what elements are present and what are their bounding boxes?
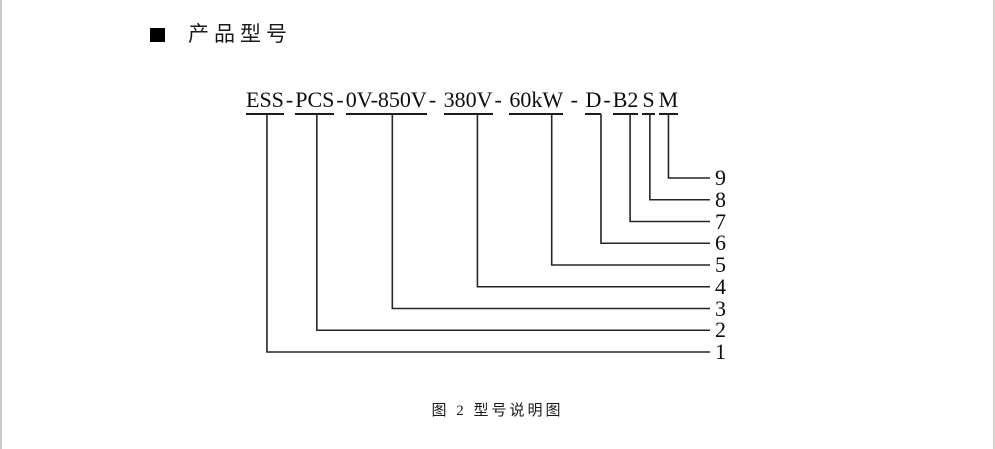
position-number-3: 3 bbox=[715, 295, 726, 321]
model-segment-4: 380V bbox=[443, 87, 493, 115]
model-segment-8: S bbox=[642, 87, 655, 115]
model-segment-7: B2 bbox=[612, 87, 639, 115]
connector-line-8 bbox=[649, 114, 710, 201]
model-segment-3: 0V-850V bbox=[345, 87, 427, 115]
model-separator: - bbox=[428, 87, 442, 112]
connector-line-9 bbox=[667, 114, 710, 179]
model-separator: - bbox=[565, 87, 584, 112]
position-number-4: 4 bbox=[715, 273, 726, 299]
connector-line-3 bbox=[391, 114, 710, 310]
model-separator: - bbox=[336, 87, 344, 112]
connector-line-2 bbox=[316, 114, 710, 332]
position-number-7: 7 bbox=[715, 208, 726, 234]
bullet-square-icon bbox=[150, 28, 165, 42]
position-number-2: 2 bbox=[715, 317, 726, 343]
figure-caption: 图 2 型号说明图 bbox=[431, 403, 564, 419]
connector-line-7 bbox=[629, 114, 710, 223]
position-number-8: 8 bbox=[715, 186, 726, 212]
model-separator: - bbox=[494, 87, 508, 112]
model-segment-1: ESS bbox=[246, 87, 284, 115]
position-number-5: 5 bbox=[715, 252, 726, 277]
connector-line-5 bbox=[550, 114, 710, 266]
connector-line-6 bbox=[600, 114, 710, 245]
model-segment-9: M bbox=[658, 87, 679, 115]
model-segment-2: PCS bbox=[295, 87, 335, 115]
model-segment-5: 60kW bbox=[509, 87, 564, 115]
model-segment-6: D bbox=[585, 87, 602, 115]
section-heading: 产品型号 bbox=[150, 18, 292, 48]
section-heading-text: 产品型号 bbox=[188, 22, 292, 46]
position-number-6: 6 bbox=[715, 230, 726, 256]
connector-line-4 bbox=[476, 114, 710, 288]
position-number-1: 1 bbox=[715, 339, 726, 364]
model-separator: - bbox=[603, 87, 611, 112]
model-separator: - bbox=[285, 87, 294, 112]
position-number-9: 9 bbox=[715, 165, 726, 190]
connector-line-1 bbox=[266, 114, 710, 353]
